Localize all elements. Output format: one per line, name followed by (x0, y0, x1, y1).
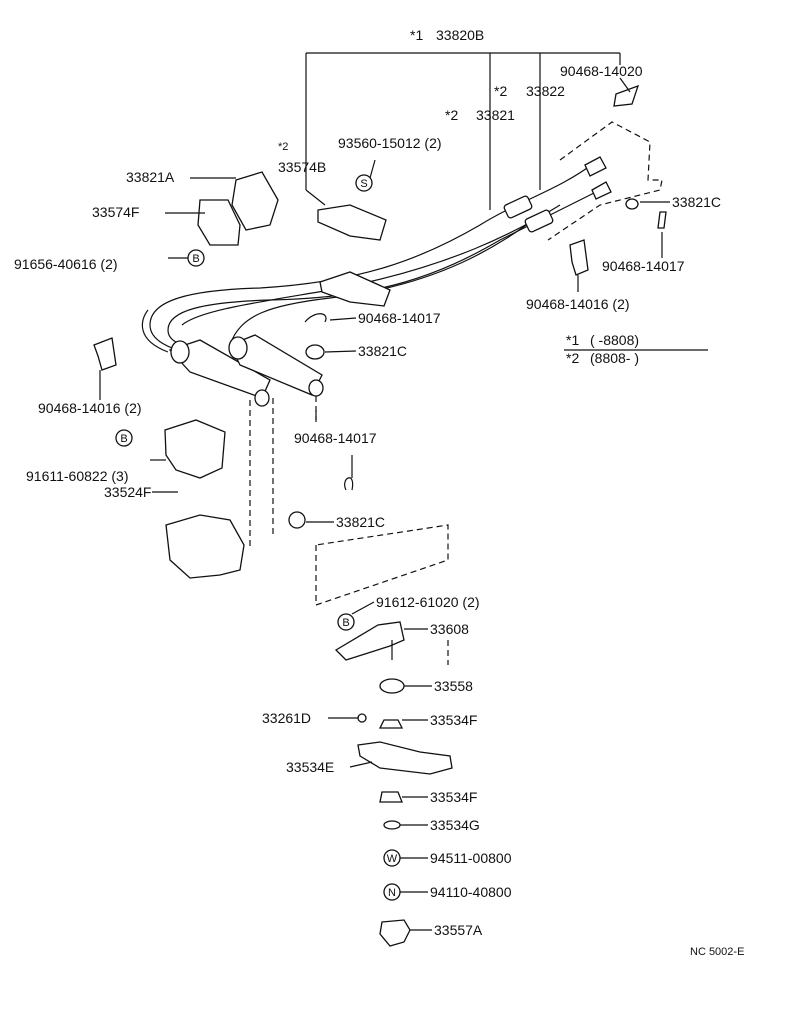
label-90468-14017-right: 90468-14017 (602, 258, 685, 274)
cushion-33821A (231, 171, 279, 231)
label-33261D: 33261D (262, 710, 311, 726)
bolt-symbol-letter: B (342, 617, 349, 629)
screw-symbol-letter: S (360, 178, 367, 190)
cable-clamp-center (319, 271, 391, 307)
cable-clamp-33574B (317, 204, 387, 241)
label-33821-mark: *2 (445, 107, 458, 123)
label-94110-40800: 94110-40800 (430, 884, 512, 900)
bolt-symbol-91656: B (187, 249, 205, 267)
label-33574B: 33574B (278, 159, 326, 175)
label-33534G: 33534G (430, 817, 480, 833)
label-90468-14020: 90468-14020 (560, 63, 643, 79)
pin-33261D (357, 713, 367, 723)
console-outline (547, 121, 663, 241)
lever-33534E (357, 741, 453, 775)
label-33558: 33558 (434, 678, 473, 694)
label-33821: 33821 (476, 107, 515, 123)
label-33821A: 33821A (126, 169, 175, 185)
knob-33557A (379, 919, 411, 947)
bushing-33534F-upper (378, 719, 404, 729)
label-33822-mark: *2 (494, 83, 507, 99)
label-33821C-right: 33821C (672, 194, 721, 210)
label-33524F: 33524F (104, 484, 151, 500)
label-33534F-upper: 33534F (430, 712, 477, 728)
label-90468-14017-center: 90468-14017 (358, 310, 441, 326)
clip-90468-14016-right (569, 239, 589, 276)
grommet-33821C-center (305, 344, 325, 360)
label-33557A: 33557A (434, 922, 483, 938)
clip-90468-14016-left (93, 337, 117, 371)
bolt-symbol-91611: B (115, 429, 133, 447)
label-33608: 33608 (430, 621, 469, 637)
legend-row2-text: (8808- ) (590, 350, 639, 366)
assembly-bracket (305, 52, 621, 210)
bushing-33534F-lower (379, 791, 403, 803)
label-90468-14017-lower: 90468-14017 (294, 430, 377, 446)
grommet-33821C-right (625, 198, 639, 210)
label-33820B: 33820B (436, 27, 484, 43)
nut-symbol-letter: N (388, 887, 396, 899)
label-91656-40616: 91656-40616 (2) (14, 256, 118, 272)
label-93560-15012: 93560-15012 (2) (338, 135, 442, 151)
label-90468-14016-right: 90468-14016 (2) (526, 296, 630, 312)
label-91612-61020: 91612-61020 (2) (376, 594, 480, 610)
label-33821C-lower: 33821C (336, 514, 385, 530)
label-33820B-mark: *1 (410, 27, 423, 43)
leader-lines (99, 77, 670, 931)
clip-90468-14017-center (304, 313, 327, 323)
transmission-housing (165, 514, 245, 579)
label-90468-14016-left: 90468-14016 (2) (38, 400, 142, 416)
washer-symbol-letter: W (387, 853, 398, 865)
dashed-guides (249, 396, 449, 665)
bolt-symbol-letter: B (120, 433, 127, 445)
bolt-symbol-91612: B (337, 613, 355, 631)
label-94511-00800: 94511-00800 (430, 850, 512, 866)
label-33574B-mark: *2 (278, 141, 288, 153)
screw-symbol-93560: S (355, 174, 373, 192)
legend-row2-mark: *2 (566, 350, 579, 366)
label-91611-60822: 91611-60822 (3) (26, 468, 128, 484)
bushing-33558 (379, 678, 405, 694)
cable-end-fittings (503, 156, 612, 233)
bracket-33574F (197, 199, 241, 246)
lever-33608 (334, 621, 405, 661)
legend-row1-text: ( -8808) (590, 332, 639, 348)
washer-symbol-94511: W (383, 849, 401, 867)
bolt-symbol-letter: B (192, 253, 199, 265)
label-33534E: 33534E (286, 759, 334, 775)
nut-symbol-94110: N (383, 883, 401, 901)
grommet-33821C-lower (288, 511, 306, 529)
bracket-33524F (164, 419, 226, 479)
legend-row1-mark: *1 (566, 332, 579, 348)
label-33534F-lower: 33534F (430, 789, 477, 805)
clip-90468-14020 (613, 84, 640, 107)
footer-code: NC 5002-E (690, 946, 744, 958)
label-33821C-center: 33821C (358, 343, 407, 359)
washer-33534G (383, 820, 401, 830)
legend: *1 ( -8808) *2 (8808- ) (564, 332, 708, 366)
cable-boots (168, 334, 324, 407)
label-33822: 33822 (526, 83, 565, 99)
label-33574F: 33574F (92, 204, 139, 220)
clip-90468-14017-lower (344, 477, 354, 491)
clip-90468-14017-right (657, 211, 667, 229)
